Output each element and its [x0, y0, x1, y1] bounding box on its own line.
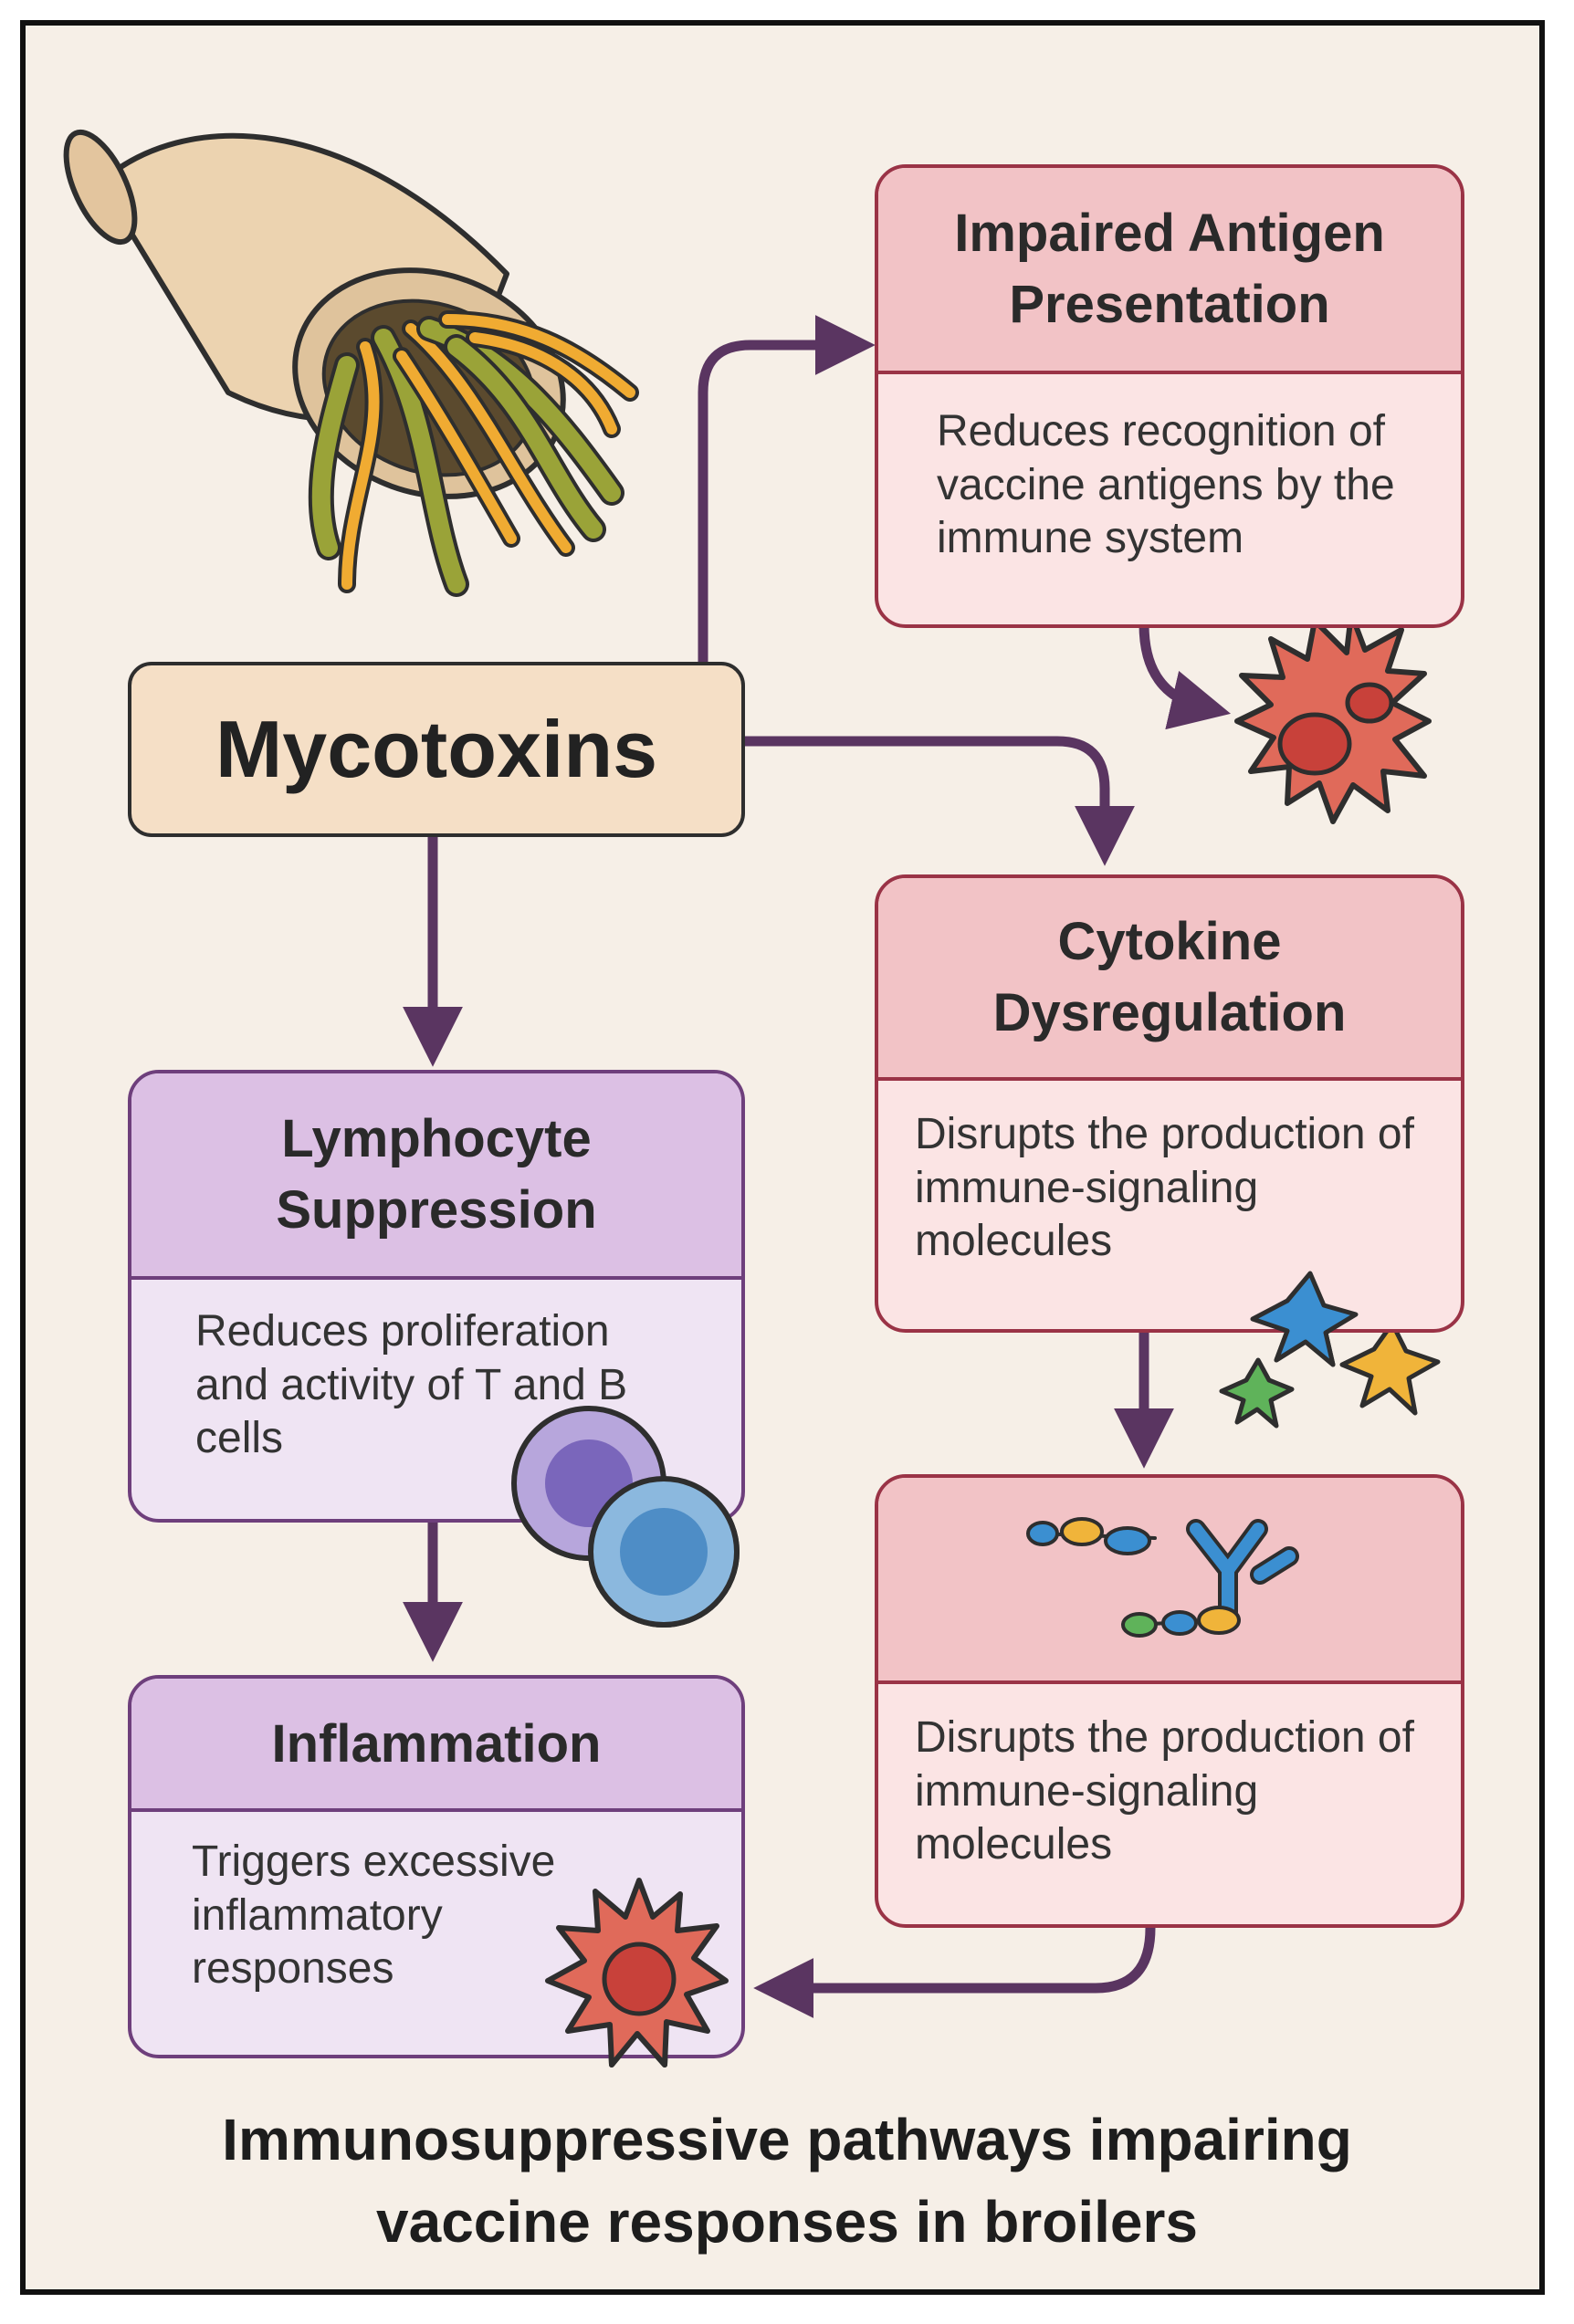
arrow-antigen-to-cell — [1139, 619, 1232, 730]
caption-line-2: vaccine responses in broilers — [376, 2188, 1198, 2255]
caption-line-1: Immunosuppressive pathways impairing — [222, 2107, 1352, 2172]
mycotoxins-node: Mycotoxins — [128, 662, 745, 837]
cytokine-dysregulation-box: Cytokine Dysregulation Disrupts the prod… — [875, 874, 1464, 1333]
mycotoxins-label: Mycotoxins — [215, 704, 658, 794]
antigen-presentation-title: Impaired Antigen Presentation — [878, 168, 1461, 374]
lymphocyte-suppression-box: Lymphocyte Suppression Reduces prolifera… — [128, 1070, 745, 1523]
mold-hyphae-icon — [308, 310, 639, 597]
figure-caption: Immunosuppressive pathways impairing vac… — [0, 2099, 1574, 2263]
lymphocyte-suppression-text: Reduces proliferation and activity of T … — [195, 1307, 628, 1463]
lymphocyte-suppression-title: Lymphocyte Suppression — [131, 1073, 741, 1280]
inflammation-box: Inflammation Triggers excessive inflamma… — [128, 1675, 745, 2058]
inflammation-text: Triggers excessive inflammatory response… — [192, 1837, 556, 1994]
signaling-molecules-box: Disrupts the production of immune-signal… — [875, 1474, 1464, 1928]
signaling-molecules-header — [878, 1478, 1461, 1684]
antigen-presentation-text: Reduces recognition of vaccine antigens … — [937, 407, 1395, 563]
cytokine-dysregulation-title: Cytokine Dysregulation — [878, 878, 1461, 1081]
cytokine-dysregulation-text: Disrupts the production of immune-signal… — [915, 1110, 1414, 1266]
arrow-mycotoxins-to-cytokine — [740, 736, 1135, 866]
arrow-signaling-to-inflammation — [753, 1922, 1156, 2018]
arrow-mycotoxins-to-antigen — [698, 315, 876, 667]
flow-arrows — [403, 315, 1232, 2018]
dendritic-cell-icon — [1234, 611, 1432, 824]
inflammation-title: Inflammation — [131, 1679, 741, 1812]
antigen-presentation-box: Impaired Antigen Presentation Reduces re… — [875, 164, 1464, 628]
signaling-molecules-text: Disrupts the production of immune-signal… — [915, 1713, 1414, 1869]
